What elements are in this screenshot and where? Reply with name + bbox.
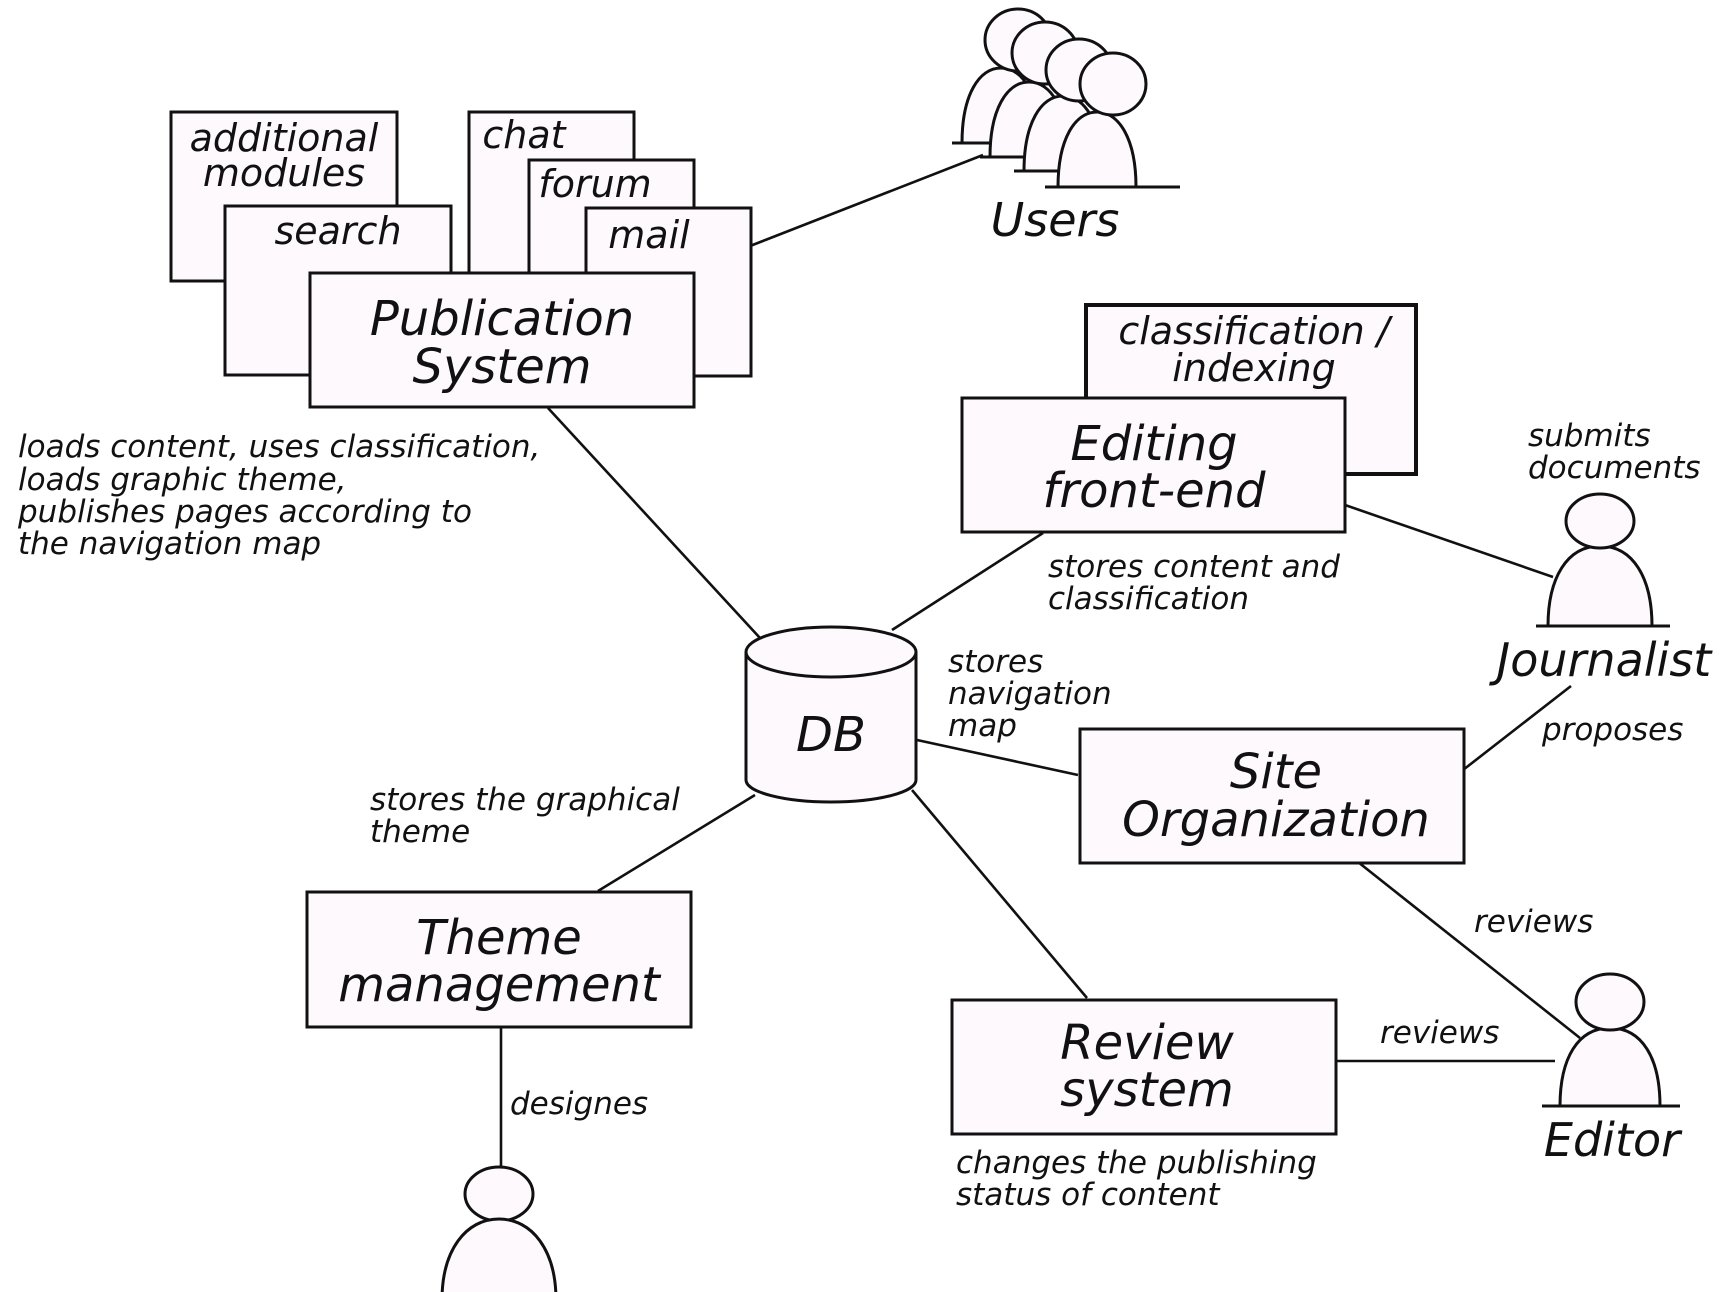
edge-review-db (911, 789, 1088, 999)
publication-system-group: additional modules search chat forum mai… (169, 110, 753, 409)
review-system-label-line2: system (1060, 1062, 1234, 1118)
site-organization-box (1078, 727, 1466, 865)
edge-site-journalist (1462, 684, 1572, 772)
journalist-submits-annotation: submits documents (1528, 418, 1701, 486)
editor-actor: Editor (1542, 972, 1683, 1167)
theme-management-label-line2: management (338, 957, 662, 1013)
theme-stores-line2: theme (370, 814, 470, 850)
editing-frontend-label-line2: front-end (1043, 463, 1267, 519)
editor-reviews-site-annotation: reviews (1474, 904, 1593, 940)
search-label: search (274, 209, 401, 253)
db-cylinder: DB (744, 625, 918, 804)
site-organization-label-line1: Site (1230, 744, 1322, 800)
site-stores-annotation: stores navigation map (948, 644, 1122, 744)
edge-site-editor (1357, 860, 1581, 1040)
journalist-submits-line1: submits (1528, 418, 1651, 454)
publication-loads-line1: loads content, uses classification, (18, 429, 540, 465)
connections (499, 153, 1581, 1168)
theme-stores-line1: stores the graphical (370, 782, 680, 818)
users-label: Users (991, 193, 1120, 247)
publication-loads-line4: the navigation map (18, 526, 321, 562)
mail-label: mail (608, 213, 690, 257)
editing-frontend-box (960, 396, 1347, 534)
journalist-actor: submits documents Journalist (1489, 418, 1714, 687)
edge-theme-db (597, 793, 756, 893)
publication-loads-line2: loads graphic theme, (18, 462, 347, 498)
designer-designes-annotation: designes (510, 1086, 648, 1122)
users-actor: Users (952, 7, 1180, 247)
journalist-figure (1536, 492, 1670, 628)
theme-management-group: Theme management (305, 890, 693, 1029)
editor-figure (1542, 972, 1680, 1108)
additional-modules-label-line2: modules (203, 151, 365, 195)
publication-loads-annotation: loads content, uses classification, load… (17, 429, 550, 562)
designer-actor (440, 1165, 558, 1292)
editor-reviews-review-annotation: reviews (1380, 1015, 1499, 1051)
classification-indexing-label-line2: indexing (1172, 346, 1335, 390)
review-system-group: Review system (950, 998, 1338, 1136)
site-organization-label-line2: Organization (1122, 792, 1430, 848)
theme-management-box (305, 890, 693, 1029)
review-changes-line2: status of content (956, 1177, 1221, 1213)
publication-system-label-line1: Publication (370, 291, 634, 347)
edge-publication-users (749, 153, 984, 248)
edge-site-db (916, 738, 1079, 777)
editing-stores-line2: classification (1048, 581, 1249, 617)
journalist-proposes-annotation: proposes (1541, 712, 1683, 748)
publication-loads-line3: publishes pages according to (17, 494, 472, 530)
additional-modules-label-line1: additional (190, 116, 379, 160)
editing-frontend-label-line1: Editing (1070, 416, 1237, 472)
user-figure (1045, 51, 1180, 189)
edge-publication-db (547, 407, 761, 639)
forum-label: forum (538, 162, 651, 206)
site-organization-group: Site Organization (1078, 727, 1466, 865)
review-system-box (950, 998, 1338, 1136)
review-changes-annotation: changes the publishing status of content (956, 1145, 1327, 1213)
review-changes-line1: changes the publishing (956, 1145, 1317, 1181)
theme-management-label-line1: Theme (416, 910, 582, 966)
journalist-submits-line2: documents (1528, 450, 1701, 486)
editing-stores-annotation: stores content and classification (1048, 549, 1350, 617)
site-stores-line2: navigation (948, 676, 1112, 712)
editing-stores-line1: stores content and (1048, 549, 1340, 585)
review-system-label-line1: Review (1060, 1015, 1234, 1071)
edge-editing-db (891, 531, 1044, 632)
site-stores-line3: map (948, 708, 1017, 744)
publication-system-label-line2: System (413, 339, 592, 395)
editor-label: Editor (1544, 1113, 1683, 1167)
edge-editing-journalist (1344, 503, 1554, 579)
db-label: DB (796, 707, 866, 763)
classification-indexing-label-line1: classification / (1118, 309, 1393, 353)
publication-system-box (308, 271, 696, 409)
journalist-label: Journalist (1489, 633, 1714, 687)
editing-frontend-group: classification / indexing Editing front-… (960, 303, 1418, 534)
chat-label: chat (482, 113, 567, 157)
theme-stores-annotation: stores the graphical theme (370, 782, 690, 850)
site-stores-line1: stores (948, 644, 1043, 680)
